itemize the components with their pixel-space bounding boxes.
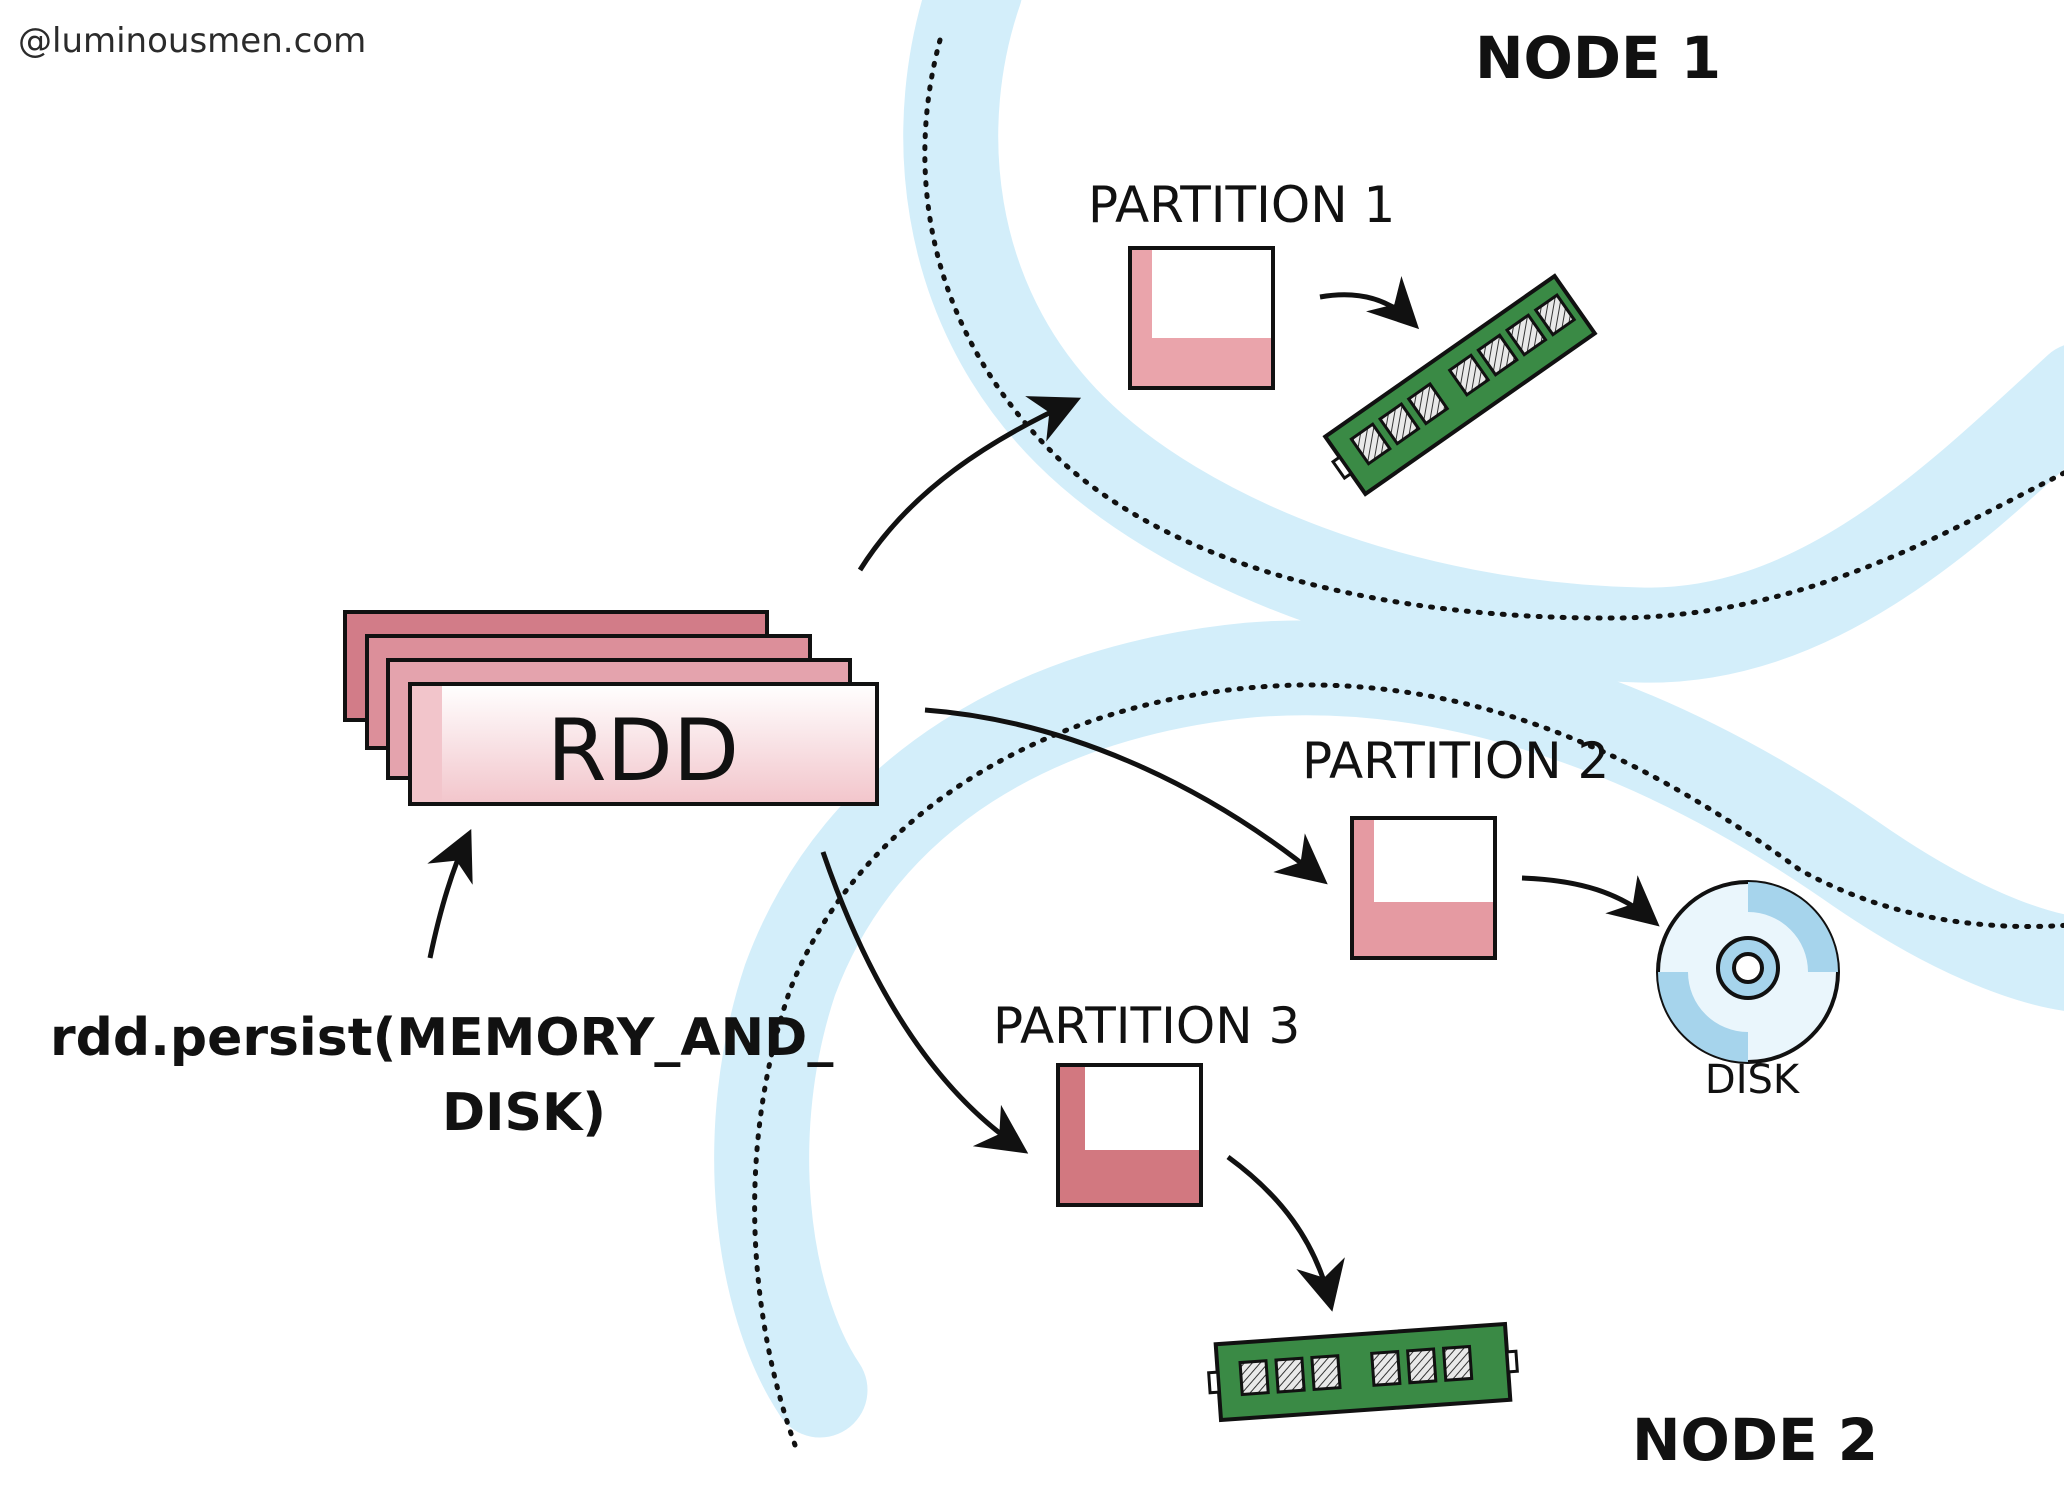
ram-chip — [1370, 1349, 1402, 1387]
disk-hole — [1732, 952, 1764, 984]
rdd-layer-front — [408, 682, 879, 806]
node2-boundary-band — [714, 620, 2064, 1438]
persist-call-line2: DISK) — [442, 1083, 606, 1143]
rdd-label: RDD — [547, 701, 739, 801]
partition-3-shade — [1060, 1067, 1199, 1203]
watermark: @luminousmen.com — [18, 21, 366, 61]
rdd-to-partition2-arrow — [924, 707, 1328, 885]
node2-boundary-dotted — [752, 682, 2064, 1448]
partition-1-to-ram-arrow — [1319, 276, 1420, 330]
ram-icon — [1322, 273, 1598, 497]
disk-icon: DISK — [1656, 880, 1840, 1103]
node1-label: NODE 1 — [1475, 24, 1721, 92]
partition-2: PARTITION 2 — [1302, 732, 1660, 960]
partition-1: PARTITION 1 — [1088, 176, 1420, 390]
ram-chip — [1504, 313, 1548, 357]
ram-chip — [1406, 381, 1450, 426]
disk-shine-2 — [1658, 972, 1748, 1062]
rdd-stack: RDD — [343, 610, 879, 806]
ram-chip — [1377, 402, 1421, 446]
ram-chip — [1406, 1347, 1438, 1385]
partition-3-to-ram-arrow — [1226, 1154, 1345, 1312]
partition-1-label: PARTITION 1 — [1088, 176, 1395, 234]
node2-label: NODE 2 — [1632, 1406, 1878, 1474]
ram-chip — [1476, 333, 1519, 377]
partition-3: PARTITION 3 — [993, 997, 1345, 1312]
ram-notch — [1330, 455, 1354, 481]
ram-chip — [1349, 422, 1392, 466]
partition-2-shade — [1354, 820, 1493, 956]
partition-3-label: PARTITION 3 — [993, 997, 1300, 1055]
ram-icon — [1207, 1321, 1519, 1423]
ram-chip — [1238, 1359, 1270, 1397]
rdd-front-shade-left — [412, 686, 442, 802]
partition-2-to-disk-arrow — [1521, 875, 1660, 927]
ram-chip — [1447, 353, 1491, 397]
disk-shine — [1748, 882, 1838, 972]
rdd-to-partition1-arrow — [857, 396, 1082, 572]
node1-boundary-band — [903, 0, 2064, 683]
partition-1-shade — [1132, 250, 1271, 386]
node-boundaries — [714, 0, 2064, 1448]
disk-label: DISK — [1705, 1057, 1801, 1103]
partition-2-label: PARTITION 2 — [1302, 732, 1609, 790]
ram-chip — [1533, 293, 1577, 337]
persist-arrow — [427, 828, 473, 959]
ram-notch — [1207, 1370, 1221, 1395]
ram-notch — [1505, 1349, 1519, 1374]
persist-call-line1: rdd.persist(MEMORY_AND_ — [50, 1008, 833, 1068]
ram-chip — [1310, 1354, 1342, 1392]
ram-chip — [1274, 1356, 1306, 1394]
ram-chip — [1441, 1344, 1474, 1382]
rdd-to-partition3-arrow — [820, 851, 1029, 1154]
node1-boundary-dotted — [922, 37, 2064, 621]
